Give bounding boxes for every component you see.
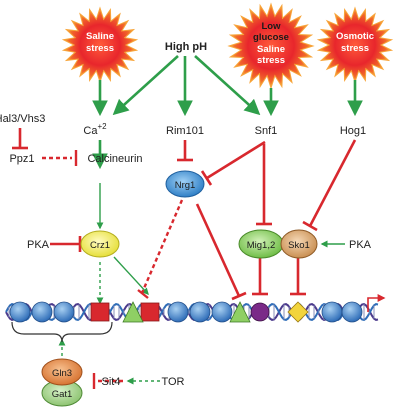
dna-helix	[5, 294, 386, 323]
saline-stress-burst: Saline stress	[61, 6, 139, 84]
sko1-node: Sko1	[280, 229, 318, 259]
nrg1-label: Nrg1	[175, 180, 196, 191]
osmotic-stress-burst: Osmotic stress	[316, 6, 394, 84]
hog1-label: Hog1	[340, 125, 366, 137]
nucleosome-3	[53, 301, 75, 323]
calcineurin-label: Calcineurin	[87, 153, 142, 165]
thin-activation-arrows	[96, 183, 345, 296]
transcription-start-arrow	[367, 294, 386, 312]
inhibit-snf1-nrg1	[206, 140, 266, 180]
nucleosome-2	[31, 301, 53, 323]
arrow-highph-to-ca	[112, 55, 179, 116]
gat1-node: Gat1	[41, 379, 83, 407]
gat1-label: Gat1	[52, 389, 73, 400]
inhibit-hog1-sko1	[308, 139, 357, 227]
nucleosome-8	[341, 301, 363, 323]
ca2-label: Ca+2	[83, 122, 107, 137]
nucleosome-1	[9, 301, 31, 323]
snf1-label: Snf1	[255, 125, 278, 137]
gln3-node: Gln3	[41, 358, 83, 386]
arrow-crz1-to-dna	[113, 256, 149, 296]
promoter-yellow-diamond	[287, 301, 309, 323]
crz1-node: Crz1	[80, 230, 120, 258]
nrg1-node: Nrg1	[165, 170, 205, 198]
nucleosome-6	[211, 301, 233, 323]
promoter-green-triangle-1	[122, 301, 144, 323]
mig12-node: Mig1,2	[238, 229, 284, 259]
crz1-label: Crz1	[90, 240, 110, 251]
tor-label: TOR	[161, 376, 184, 388]
gln3-label: Gln3	[52, 368, 72, 379]
promoter-purple-circle	[250, 302, 270, 322]
osmotic-stress-label-1: Osmotic	[336, 31, 374, 42]
promoter-brace	[11, 321, 113, 343]
ppz1-label: Ppz1	[9, 153, 34, 165]
low-glucose-label-4: stress	[257, 55, 285, 66]
sit4-label: Sit4	[102, 376, 121, 388]
promoter-green-triangle-2	[229, 301, 251, 323]
arrow-highph-to-snf1	[194, 55, 261, 116]
pka-left-label: PKA	[27, 239, 50, 251]
nucleosome-4	[167, 301, 189, 323]
sko1-label: Sko1	[288, 240, 310, 251]
promoter-red-square-2	[140, 302, 160, 322]
nucleosome-7	[321, 301, 343, 323]
osmotic-stress-label-2: stress	[341, 43, 369, 54]
inhibition-lines	[12, 128, 357, 301]
inhibit-nrg1-dna	[195, 203, 241, 297]
saline-stress-label-2: stress	[86, 43, 114, 54]
inhibit-nrg1-dna-dashed	[140, 199, 184, 294]
low-glucose-saline-stress-burst: Low glucose Saline stress	[227, 2, 315, 90]
rim101-label: Rim101	[166, 125, 204, 137]
low-glucose-label-1: Low	[262, 21, 282, 32]
high-ph-label: High pH	[165, 41, 207, 53]
nucleosome-5	[189, 301, 211, 323]
mig12-label: Mig1,2	[247, 240, 276, 251]
activation-arrows	[92, 55, 363, 170]
dashed-inhibition-lines	[42, 156, 184, 383]
promoter-red-square-1	[90, 302, 110, 322]
low-glucose-label-2: glucose	[253, 32, 289, 43]
pka-right-label: PKA	[349, 239, 372, 251]
nucleosomes	[9, 301, 363, 323]
dashed-activation-arrows	[58, 262, 160, 385]
saline-stress-label-1: Saline	[86, 31, 114, 42]
low-glucose-label-3: Saline	[257, 44, 285, 55]
